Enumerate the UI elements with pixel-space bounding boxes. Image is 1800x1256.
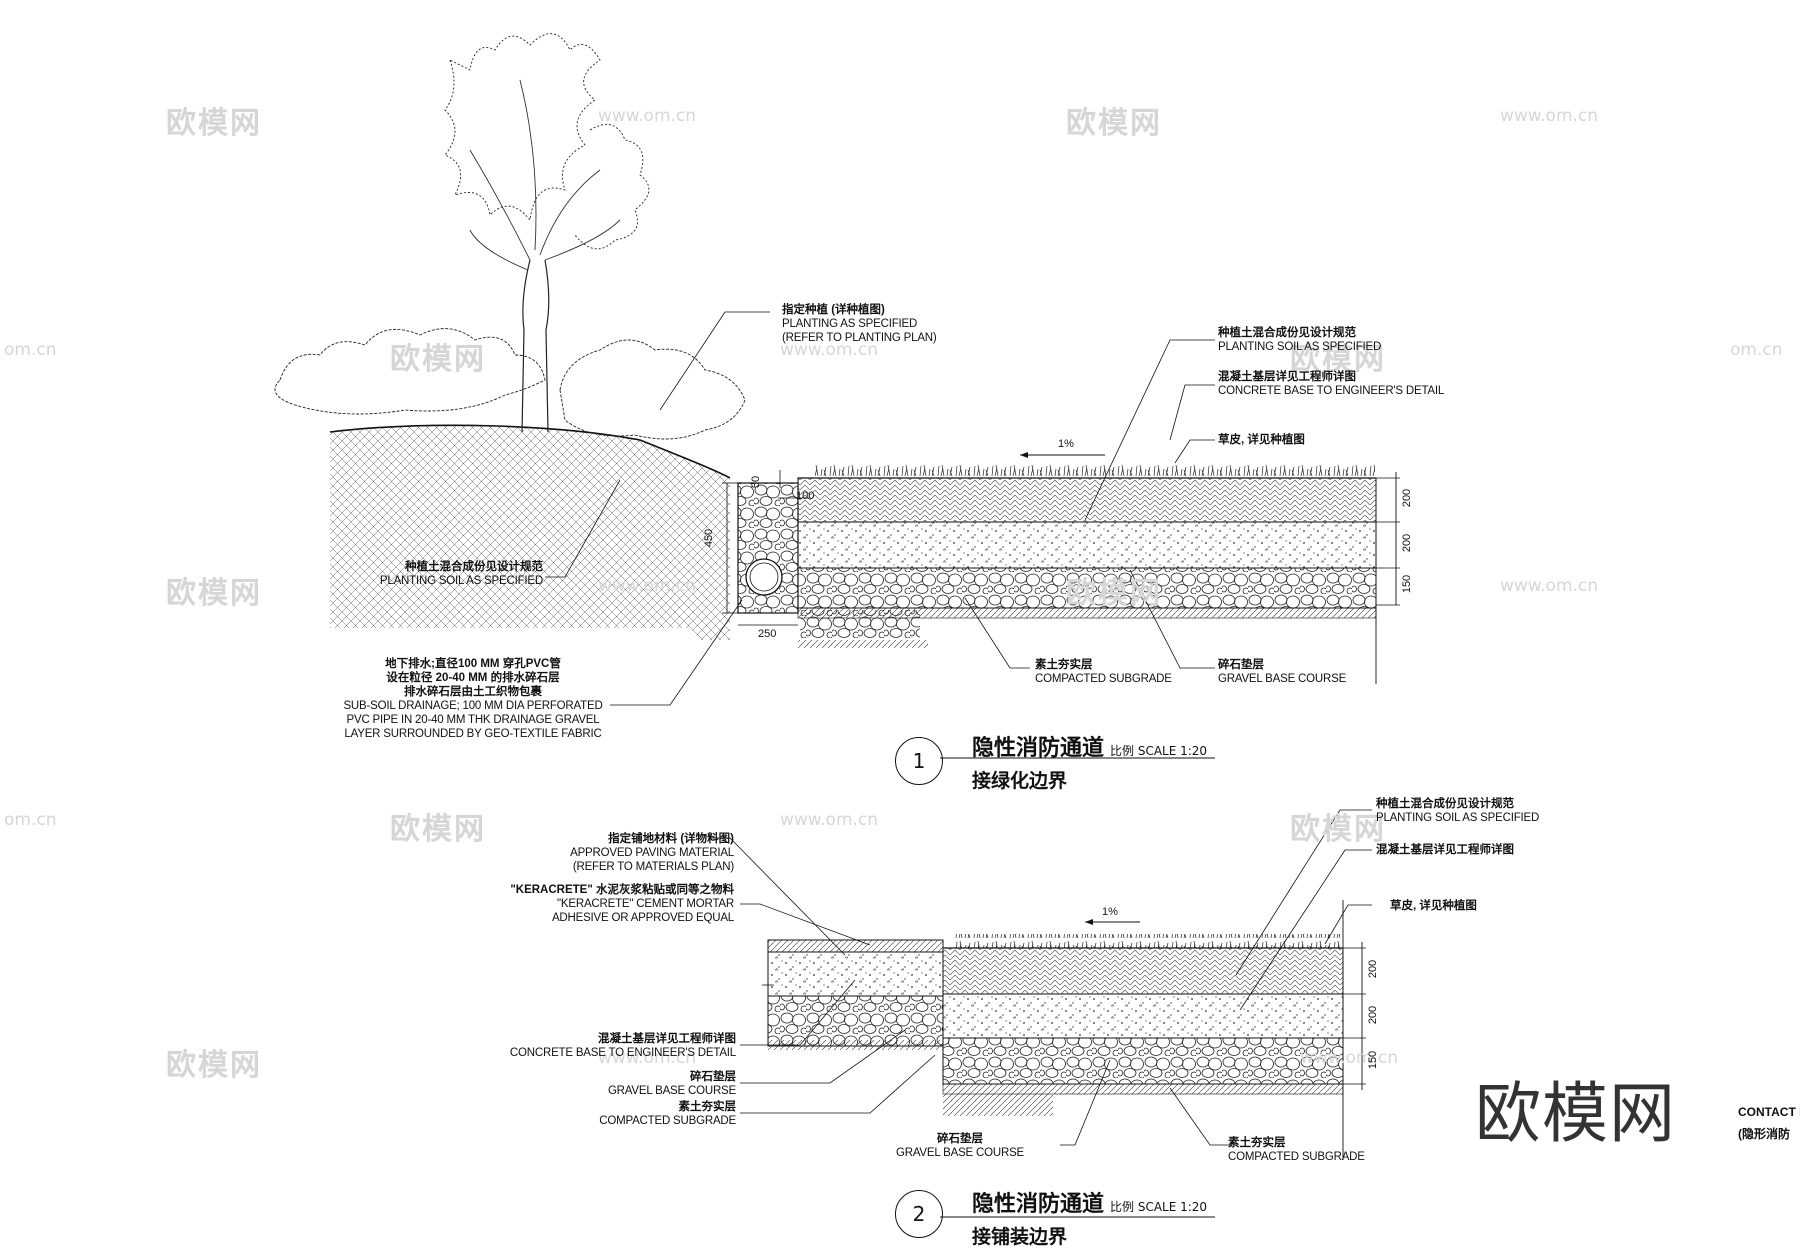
label-gravel-bottom: 碎石垫层 GRAVEL BASE COURSE: [895, 1133, 1025, 1159]
detail-number: 2: [895, 1190, 943, 1238]
dim-250: 250: [758, 628, 777, 640]
watermark-url: www.om.cn: [598, 576, 697, 596]
watermark-url: www.om.cn: [598, 106, 697, 126]
watermark-url: www.om.cn: [1500, 106, 1599, 126]
dim-200: 200: [1367, 959, 1380, 979]
label-paving: 指定铺地材料 (详物料图) APPROVED PAVING MATERIAL (…: [570, 833, 734, 873]
label-subgrade-left: 素土夯实层 COMPACTED SUBGRADE: [599, 1101, 736, 1127]
watermark-cn: 欧模网: [1066, 106, 1162, 141]
slope-label: 1%: [1058, 438, 1074, 450]
label-soil-right: 种植土混合成份见设计规范 PLANTING SOIL AS SPECIFIED: [1218, 327, 1382, 353]
watermark-url: www.om.cn: [598, 1048, 697, 1068]
label-turf: 草皮, 详见种植图: [1218, 434, 1305, 446]
detail-number: 1: [895, 737, 943, 785]
watermark-url: www.om.cn: [1300, 1048, 1399, 1068]
dim-100: 100: [796, 490, 815, 502]
watermark-cn: 欧模网: [166, 1048, 262, 1083]
dim-150: 150: [1401, 574, 1414, 594]
watermark-cn: 欧模网: [166, 106, 262, 141]
label-subgrade-bottom: 素土夯实层 COMPACTED SUBGRADE: [1228, 1137, 1365, 1163]
watermark-url: om.cn: [4, 340, 57, 360]
label-concrete-right: 混凝土基层详见工程师详图: [1376, 844, 1514, 856]
label-soil-left: 种植土混合成份见设计规范 PLANTING SOIL AS SPECIFIED: [379, 561, 543, 587]
watermark-cn: 欧模网: [166, 576, 262, 611]
label-concrete: 混凝土基层详见工程师详图 CONCRETE BASE TO ENGINEER'S…: [1218, 371, 1445, 397]
watermark-cn: 欧模网: [1290, 812, 1386, 847]
dim-200: 200: [1401, 488, 1414, 508]
label-drainage: 地下排水;直径100 MM 穿孔PVC管 设在粒径 20-40 MM 的排水碎石…: [343, 658, 603, 740]
watermark-cn: 欧模网: [390, 812, 486, 847]
dim-50: 50: [750, 475, 763, 489]
label-keracrete: "KERACRETE" 水泥灰浆粘贴或同等之物料 "KERACRETE" CEM…: [510, 884, 734, 924]
dim-150: 150: [1367, 1050, 1380, 1070]
label-gravel-left: 碎石垫层 GRAVEL BASE COURSE: [607, 1071, 736, 1097]
watermark-url: om.cn: [4, 810, 57, 830]
watermark-url: www.om.cn: [780, 810, 879, 830]
watermark-url: om.cn: [1730, 340, 1783, 360]
dim-200: 200: [1367, 1005, 1380, 1025]
label-concrete-left: 混凝土基层详见工程师详图 CONCRETE BASE TO ENGINEER'S…: [509, 1033, 736, 1059]
detail-title: 隐性消防通道比例 SCALE 1:20 接铺装边界: [972, 1192, 1208, 1248]
label-planting: 指定种植 (详种植图) PLANTING AS SPECIFIED (REFER…: [782, 304, 937, 344]
watermark-cn: 欧模网: [390, 342, 486, 377]
watermark-logo: 欧模网: [1475, 1075, 1676, 1152]
slope-label: 1%: [1102, 906, 1118, 918]
label-turf: 草皮, 详见种植图: [1390, 900, 1477, 912]
watermark-cn: 欧模网: [1066, 576, 1162, 611]
label-subgrade: 素土夯实层 COMPACTED SUBGRADE: [1035, 659, 1172, 685]
dim-450: 450: [703, 528, 716, 548]
watermark-url: www.om.cn: [1500, 576, 1599, 596]
watermark-cn: 欧模网: [1290, 342, 1386, 377]
label-gravel: 碎石垫层 GRAVEL BASE COURSE: [1218, 659, 1347, 685]
contact-text: CONTACT F (隐形消防: [1738, 1105, 1800, 1141]
dim-200: 200: [1401, 533, 1414, 553]
watermark-url: www.om.cn: [780, 340, 879, 360]
detail-title: 隐性消防通道比例 SCALE 1:20 接绿化边界: [972, 736, 1208, 792]
label-soil-right: 种植土混合成份见设计规范 PLANTING SOIL AS SPECIFIED: [1376, 798, 1540, 824]
